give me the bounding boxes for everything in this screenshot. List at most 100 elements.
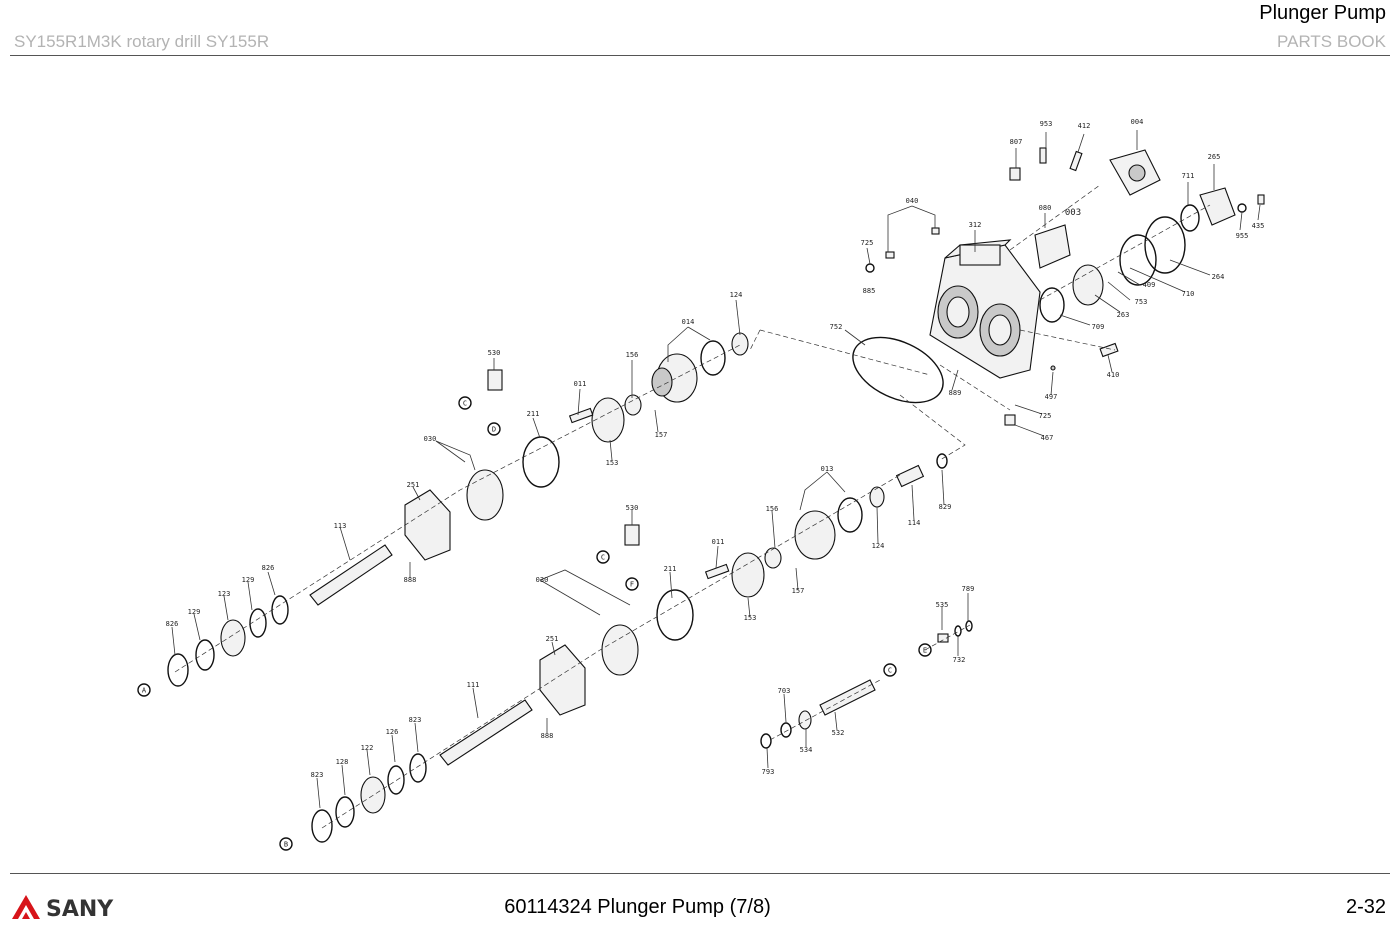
page-number: 2-32 <box>1345 896 1386 918</box>
callout: 128 <box>336 758 349 766</box>
section-title: Plunger Pump <box>1259 2 1386 24</box>
callout: 251 <box>407 481 420 489</box>
callout: 040 <box>906 197 919 205</box>
marker-c-gear: C <box>888 667 892 675</box>
callout: 953 <box>1040 120 1053 128</box>
callout: 113 <box>334 522 347 530</box>
book-name: PARTS BOOK <box>1277 32 1386 51</box>
assembly-lines <box>174 184 1211 829</box>
callout: 793 <box>762 768 775 776</box>
upper-rotating-group <box>404 332 749 561</box>
callout: 129 <box>188 608 201 616</box>
callout: 264 <box>1212 273 1225 281</box>
callout: 823 <box>409 716 422 724</box>
marker-c-upper: C <box>463 400 467 408</box>
sany-triangle-icon <box>12 895 40 919</box>
callout: 014 <box>682 318 695 326</box>
marker-f: F <box>630 581 634 589</box>
callout: 888 <box>404 576 417 584</box>
callout: 156 <box>626 351 639 359</box>
callout: 211 <box>527 410 540 418</box>
callout: 412 <box>1078 122 1091 130</box>
fittings <box>865 147 1265 426</box>
callout: 129 <box>242 576 255 584</box>
callout: 410 <box>1107 371 1120 379</box>
callout: 111 <box>467 681 480 689</box>
callout: 826 <box>166 620 179 628</box>
callout: 725 <box>1039 412 1052 420</box>
callout: 080 <box>1039 204 1052 212</box>
callout: 156 <box>766 505 779 513</box>
callout: 752 <box>830 323 843 331</box>
callout: 126 <box>386 728 399 736</box>
callout: 124 <box>730 291 743 299</box>
callout: 124 <box>872 542 885 550</box>
callout: 888 <box>541 732 554 740</box>
upper-drive-shaft <box>167 544 393 687</box>
marker-b: B <box>284 841 288 849</box>
callout: 409 <box>1143 281 1156 289</box>
callout: 530 <box>488 349 501 357</box>
callout: 211 <box>664 565 677 573</box>
callout: 711 <box>1182 172 1195 180</box>
callout: 955 <box>1236 232 1249 240</box>
callout: 709 <box>1092 323 1105 331</box>
marker-a: A <box>142 687 147 695</box>
callout: 122 <box>361 744 374 752</box>
callout: 157 <box>655 431 668 439</box>
callout: 003 <box>1065 208 1081 218</box>
callout: 123 <box>218 590 231 598</box>
callout: 011 <box>712 538 725 546</box>
callout: 789 <box>962 585 975 593</box>
lower-rotating-group <box>539 453 948 716</box>
gear-pump-parts <box>760 620 973 749</box>
model-name: SY155R1M3K rotary drill SY155R <box>14 32 270 51</box>
brand-name: SANY <box>46 897 114 922</box>
marker-e: E <box>923 647 927 655</box>
callout: 725 <box>861 239 874 247</box>
header-rule <box>10 55 1390 56</box>
callout: 157 <box>792 587 805 595</box>
callout: 885 <box>863 287 876 295</box>
reference-markers: A B C C C D E F <box>137 396 932 851</box>
lower-drive-shaft <box>311 699 533 843</box>
leader-lines <box>171 130 1261 809</box>
callout: 889 <box>949 389 962 397</box>
callout: 823 <box>311 771 324 779</box>
footer-rule <box>10 873 1390 874</box>
page-title: 60114324 Plunger Pump (7/8) <box>504 896 771 918</box>
callout: 703 <box>778 687 791 695</box>
part-callouts: 953 412 004 807 265 711 040 080 003 312 … <box>166 118 1265 779</box>
callout: 251 <box>546 635 559 643</box>
regulator-block <box>1034 149 1161 269</box>
callout: 312 <box>969 221 982 229</box>
callout: 829 <box>939 503 952 511</box>
exploded-parts-drawing: A B C C C D E F 953 412 004 807 265 711 … <box>137 118 1265 851</box>
marker-c-lower: C <box>601 554 605 562</box>
callout: 530 <box>626 504 639 512</box>
callout: 011 <box>574 380 587 388</box>
pump-housing <box>929 239 1041 379</box>
marker-d: D <box>492 426 496 434</box>
callout: 807 <box>1010 138 1023 146</box>
callout: 030 <box>536 576 549 584</box>
callout: 153 <box>606 459 619 467</box>
callout: 114 <box>908 519 921 527</box>
callout: 013 <box>821 465 834 473</box>
callout: 826 <box>262 564 275 572</box>
callout: 263 <box>1117 311 1130 319</box>
callout: 004 <box>1131 118 1144 126</box>
cover-plates <box>852 187 1236 404</box>
callout: 497 <box>1045 393 1058 401</box>
callout: 435 <box>1252 222 1265 230</box>
callout: 030 <box>424 435 437 443</box>
callout: 467 <box>1041 434 1054 442</box>
callout: 534 <box>800 746 813 754</box>
sany-logo: SANY <box>10 892 140 922</box>
callout: 710 <box>1182 290 1195 298</box>
callout: 265 <box>1208 153 1221 161</box>
callout: 153 <box>744 614 757 622</box>
callout: 532 <box>832 729 845 737</box>
callout: 535 <box>936 601 949 609</box>
callout: 732 <box>953 656 966 664</box>
